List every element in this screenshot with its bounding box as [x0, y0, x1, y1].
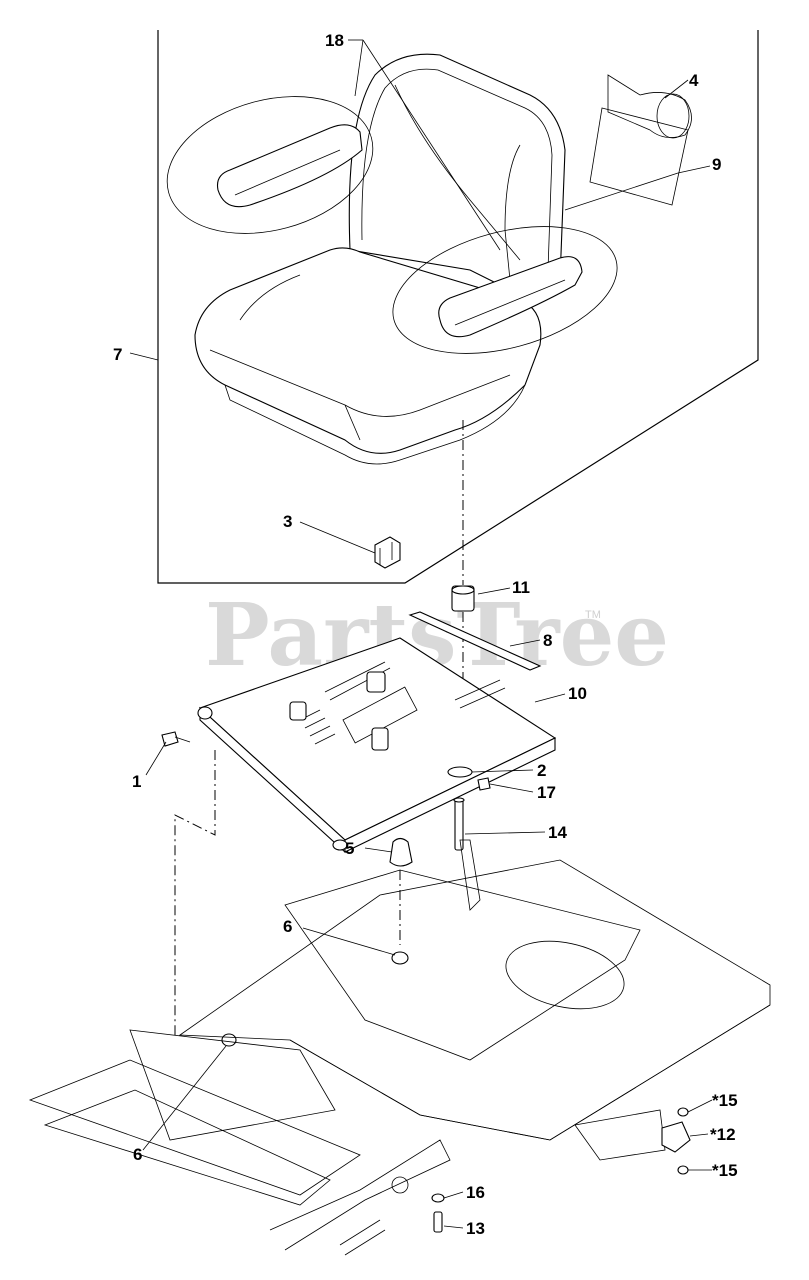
seat-pan[interactable]: [197, 637, 557, 854]
callout-13[interactable]: 13: [466, 1219, 485, 1238]
callout-12[interactable]: *12: [710, 1125, 736, 1144]
nut-lower[interactable]: [221, 1033, 237, 1047]
callout-15-top[interactable]: *15: [712, 1091, 738, 1110]
bracket[interactable]: [661, 1121, 691, 1153]
washer-16[interactable]: [431, 1193, 445, 1203]
callout-3[interactable]: 3: [283, 512, 292, 531]
nut-15-top[interactable]: [677, 1107, 689, 1117]
main-frame: [28, 839, 771, 1256]
flange-bolt-17[interactable]: [477, 777, 491, 791]
seat[interactable]: [152, 53, 631, 465]
callout-11[interactable]: 11: [512, 578, 530, 597]
isolator-mount[interactable]: [451, 585, 475, 612]
callout-7[interactable]: 7: [113, 345, 122, 364]
leader-lines: [129, 39, 713, 1229]
callout-16[interactable]: 16: [466, 1183, 485, 1202]
callout-2[interactable]: 2: [537, 761, 546, 780]
callout-10[interactable]: 10: [568, 684, 587, 703]
seat-decal[interactable]: [589, 107, 689, 206]
pivot-rod[interactable]: [453, 797, 465, 851]
bumper[interactable]: [389, 837, 413, 867]
callout-18[interactable]: 18: [325, 31, 344, 50]
seat-assembly-frame: [157, 30, 759, 584]
callout-17[interactable]: 17: [537, 783, 556, 802]
bolt-13[interactable]: [433, 1211, 443, 1233]
nut-15-bottom[interactable]: [677, 1165, 689, 1175]
hex-bolt[interactable]: [161, 731, 191, 747]
callout-5[interactable]: 5: [345, 839, 354, 858]
seat-switch[interactable]: [374, 536, 401, 569]
callout-9[interactable]: 9: [712, 155, 721, 174]
callout-6-upper[interactable]: 6: [283, 917, 292, 936]
callout-15-bottom[interactable]: *15: [712, 1161, 738, 1180]
callout-14[interactable]: 14: [548, 823, 567, 842]
washer[interactable]: [447, 766, 473, 778]
seat-rail[interactable]: [408, 611, 542, 671]
callout-1[interactable]: 1: [132, 772, 141, 791]
watermark-trademark: TM: [585, 609, 601, 621]
callout-8[interactable]: 8: [543, 631, 552, 650]
callout-4[interactable]: 4: [689, 71, 699, 90]
manual-tube[interactable]: [607, 74, 692, 139]
callout-6-lower[interactable]: 6: [133, 1145, 142, 1164]
nut-upper[interactable]: [391, 951, 409, 965]
